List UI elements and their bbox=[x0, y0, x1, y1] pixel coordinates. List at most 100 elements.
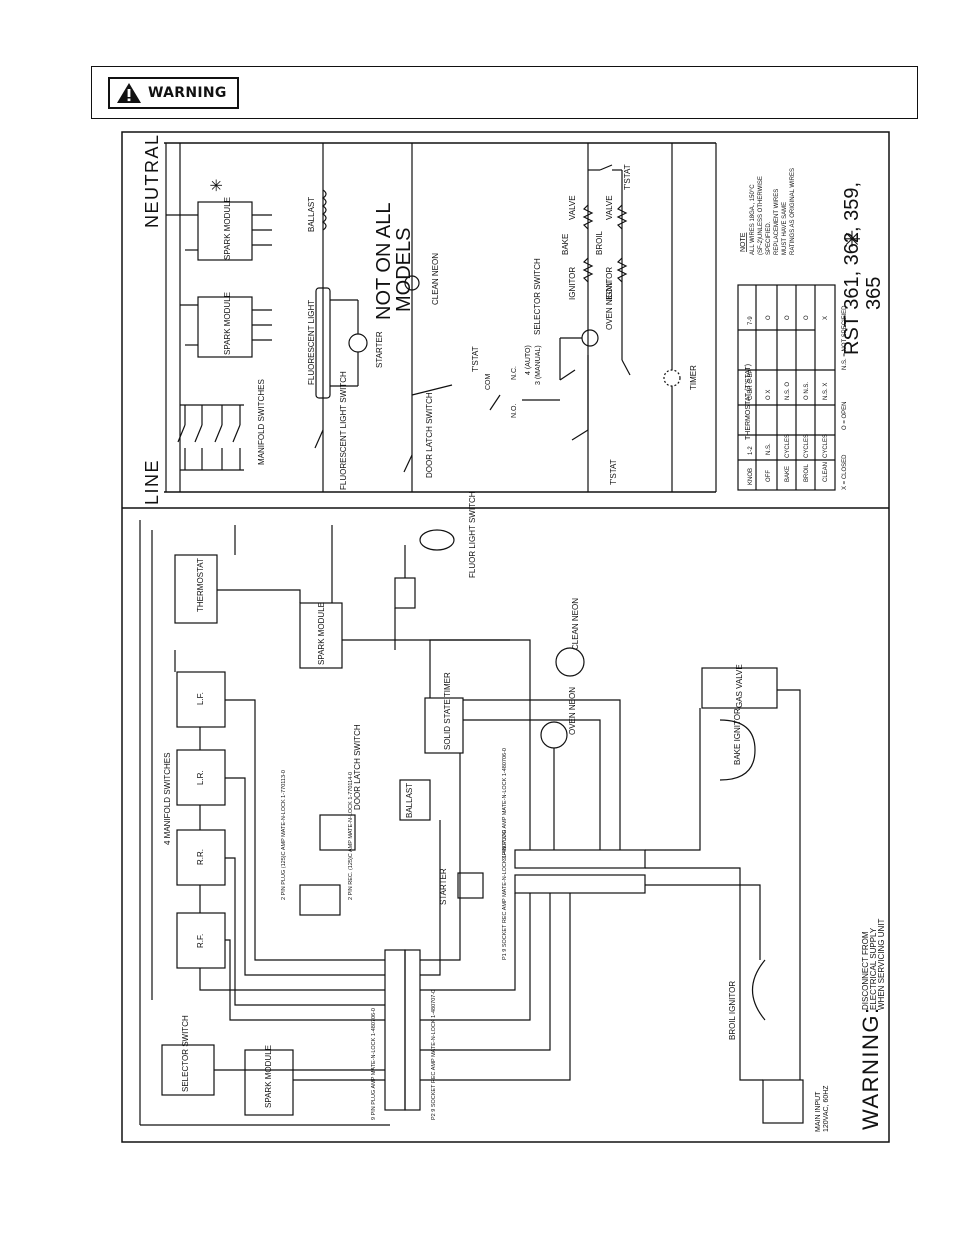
wiring-lr-label: L.R. bbox=[196, 770, 205, 785]
wiring-manifold-label: 4 MANIFOLD SWITCHES bbox=[163, 753, 172, 845]
note-line-5: MUST HAVE SAME bbox=[782, 202, 788, 255]
manual-label: 3 (MANUAL) bbox=[535, 345, 542, 385]
tstat-label-bottom: T'STAT bbox=[609, 459, 618, 485]
oven-neon-symbol bbox=[540, 721, 568, 749]
wiring-lf-label: L.F. bbox=[196, 692, 205, 705]
fluor-switch-box bbox=[394, 577, 416, 609]
main-input-line1: MAIN INPUT bbox=[815, 1091, 822, 1132]
wiring-thermostat-label: THERMOSTAT bbox=[196, 558, 205, 612]
nine-pin-plug-b-label: 9 PIN PLUG AMP MATE-N-LOCK 1-480706-0 bbox=[371, 1008, 377, 1120]
ballast-coil bbox=[321, 189, 327, 231]
clean-neon-symbol bbox=[555, 647, 585, 677]
wiring-solid-state-label: SOLID STATE TIMER bbox=[443, 672, 452, 750]
wiring-rf-label: R.F. bbox=[196, 934, 205, 948]
main-input-box bbox=[762, 1079, 804, 1124]
ignitor-label-2: IGNITOR bbox=[605, 267, 614, 300]
connector-strip-left bbox=[384, 949, 406, 1111]
bake-label: BAKE bbox=[561, 234, 570, 255]
models-marker: ✳ bbox=[840, 230, 865, 248]
note-line-2: (SF-2)UNLESS OTHERWISE bbox=[758, 176, 764, 255]
spark-module-label-2: SPARK MODULE bbox=[223, 292, 232, 355]
table-header-12: 1-2 bbox=[748, 446, 754, 455]
starter-label: STARTER bbox=[375, 331, 384, 368]
connector-strip-right bbox=[514, 849, 646, 869]
nine-socket-b-label: P2 9 SOCKET REC AMP MATE-N-LOCK 1-480707… bbox=[431, 990, 437, 1120]
two-pin-connector bbox=[299, 884, 341, 916]
bottom-warning-title: WARNING: bbox=[858, 1006, 883, 1130]
spark-module-box-1 bbox=[197, 201, 253, 261]
com-label: COM bbox=[485, 374, 492, 391]
table-row-broil-79: O bbox=[804, 315, 810, 320]
tstat-label-mid: T'STAT bbox=[471, 346, 480, 372]
spark-module-label-1: SPARK MODULE bbox=[223, 197, 232, 260]
selector-switch-label: SELECTOR SWITCH bbox=[533, 258, 542, 335]
gas-valve-box bbox=[701, 667, 778, 709]
door-latch-switch-label: DOOR LATCH SWITCH bbox=[425, 392, 434, 478]
table-row-bake-knob: BAKE bbox=[785, 466, 791, 482]
ignitor-label-1: IGNITOR bbox=[568, 267, 577, 300]
bake-valve-coil bbox=[582, 204, 594, 230]
table-header-knob: KNOB bbox=[748, 468, 754, 485]
no-label: N.O. bbox=[511, 404, 518, 418]
nc-label: N.C. bbox=[511, 366, 518, 380]
wiring-fluor-switch-label: FLUOR LIGHT SWITCH bbox=[468, 491, 477, 578]
warning-badge: WARNING bbox=[108, 77, 239, 109]
fluor-lamp-loop bbox=[419, 529, 455, 551]
not-on-all-models-line1: NOT ON ALL bbox=[373, 203, 395, 320]
manifold-switches-label: MANIFOLD SWITCHES bbox=[257, 379, 266, 465]
table-row-clean-knob: CLEAN bbox=[823, 462, 829, 482]
nine-socket-a-label: P1 9 SOCKET REC AMP MATE-N-LOCK 1-480707… bbox=[502, 830, 508, 960]
wiring-gas-valve-label: GAS VALVE bbox=[735, 664, 744, 708]
note-line-3: SPECIFIED. bbox=[766, 221, 772, 255]
legend-open: O = OPEN bbox=[842, 401, 848, 430]
table-header-cbr: C-BR C-BA bbox=[748, 369, 754, 400]
table-row-clean-79: X bbox=[823, 316, 829, 320]
oven-neon-label: OVEN NEON bbox=[605, 282, 614, 330]
table-row-off-knob: OFF bbox=[766, 470, 772, 482]
two-pin-plug-label: 2 PIN PLUG (125)C AMP MATE-N-LOCK 1-7701… bbox=[281, 770, 287, 900]
broil-label: BROIL bbox=[595, 230, 604, 255]
legend-ns: N.S. = NOT SPECIFIED bbox=[842, 305, 848, 370]
broil-ignitor-loop bbox=[752, 959, 766, 1021]
timer-symbol bbox=[663, 369, 681, 387]
bake-ignitor-loop bbox=[719, 719, 756, 781]
table-title: THERMOSTAT (T'STAT) bbox=[745, 364, 752, 440]
legend-closed: X = CLOSED bbox=[842, 454, 848, 490]
thermostat-block bbox=[174, 554, 218, 624]
not-on-all-marker: ✳ bbox=[209, 179, 226, 192]
wiring-spark-module-2-label: SPARK MODULE bbox=[264, 1045, 273, 1108]
table-header-79: 7-9 bbox=[748, 316, 754, 325]
models-line-2: 365 bbox=[863, 277, 885, 310]
timer-label: TIMER bbox=[689, 365, 698, 390]
note-line-1: ALL WIRES 18GA., 150°C bbox=[750, 184, 756, 255]
fluorescent-light-switch-label: FLUORESCENT LIGHT SWITCH bbox=[339, 371, 348, 490]
bottom-warning-line3: WHEN SERVICING UNIT bbox=[877, 918, 886, 1010]
note-line-4: REPLACEMENT WIRES bbox=[774, 189, 780, 255]
warning-triangle-icon bbox=[117, 83, 141, 103]
spark-module-box-2 bbox=[197, 296, 253, 358]
connector-strip-right-b bbox=[514, 874, 646, 894]
fluorescent-light-label: FLUORESCENT LIGHT bbox=[307, 300, 316, 385]
note-line-6: RATINGS AS ORIGINAL WIRES bbox=[790, 168, 796, 255]
bottom-warning-line2: ELECTRICAL SUPPLY bbox=[869, 927, 878, 1010]
spark-module-block bbox=[299, 602, 343, 669]
starter-symbol bbox=[348, 333, 368, 353]
table-row-bake-12: CYCLES bbox=[785, 434, 791, 458]
table-row-bake-79: O bbox=[785, 315, 791, 320]
bottom-warning-line1: DISCONNECT FROM bbox=[861, 931, 870, 1010]
solid-state-timer-box bbox=[424, 697, 464, 754]
warning-banner: WARNING bbox=[91, 66, 918, 119]
valve-label-2: VALVE bbox=[605, 195, 614, 220]
bake-ignitor-coil bbox=[582, 257, 594, 283]
door-latch-box bbox=[319, 814, 356, 851]
wiring-broil-ignitor-label: BROIL IGNITOR bbox=[728, 981, 737, 1040]
wiring-door-latch-label: DOOR LATCH SWITCH bbox=[353, 724, 362, 810]
wiring-bake-ignitor-label: BAKE IGNITOR bbox=[733, 708, 742, 765]
two-pin-rec-label: 2 PIN REC. (125)C AMP MATE-N-LOCK 1-7701… bbox=[348, 772, 354, 900]
not-on-all-models-line2: MODELS bbox=[393, 228, 415, 312]
table-row-off-79: O bbox=[766, 315, 772, 320]
auto-label: 4 (AUTO) bbox=[525, 345, 532, 375]
spark-module-block-2 bbox=[244, 1049, 294, 1116]
valve-label-1: VALVE bbox=[568, 195, 577, 220]
